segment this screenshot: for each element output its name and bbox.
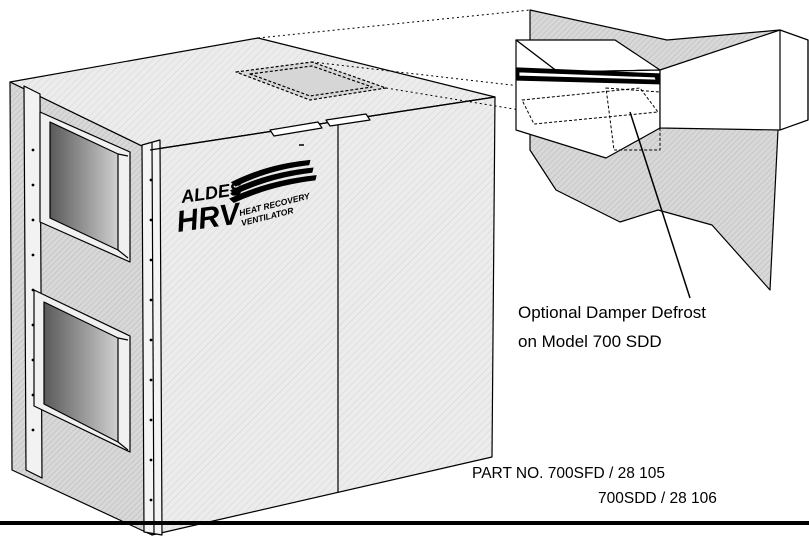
logo-swoosh-icon [229, 159, 317, 203]
part-number-line-1: PART NO. 700SFD / 28 105 [472, 465, 665, 482]
cabinet-front [149, 96, 496, 536]
top-handle-right [325, 113, 371, 127]
hrv-cabinet [9, 37, 496, 536]
part-number-line-2: 700SDD / 28 106 [598, 490, 717, 507]
front-left-trim [141, 139, 163, 536]
rivet-row-left [31, 148, 35, 432]
damper-hidden-outline [521, 87, 659, 125]
top-handle-left [269, 121, 323, 137]
callout-leader [629, 111, 691, 299]
bottom-rule [0, 521, 809, 525]
damper-detail [515, 9, 809, 299]
callout-label-line-2: on Model 700 SDD [518, 332, 662, 351]
projection-lines [257, 9, 531, 111]
left-corner-trim [23, 85, 43, 479]
rivet-row-front [149, 178, 153, 502]
callout-label-line-1: Optional Damper Defrost [518, 303, 707, 322]
